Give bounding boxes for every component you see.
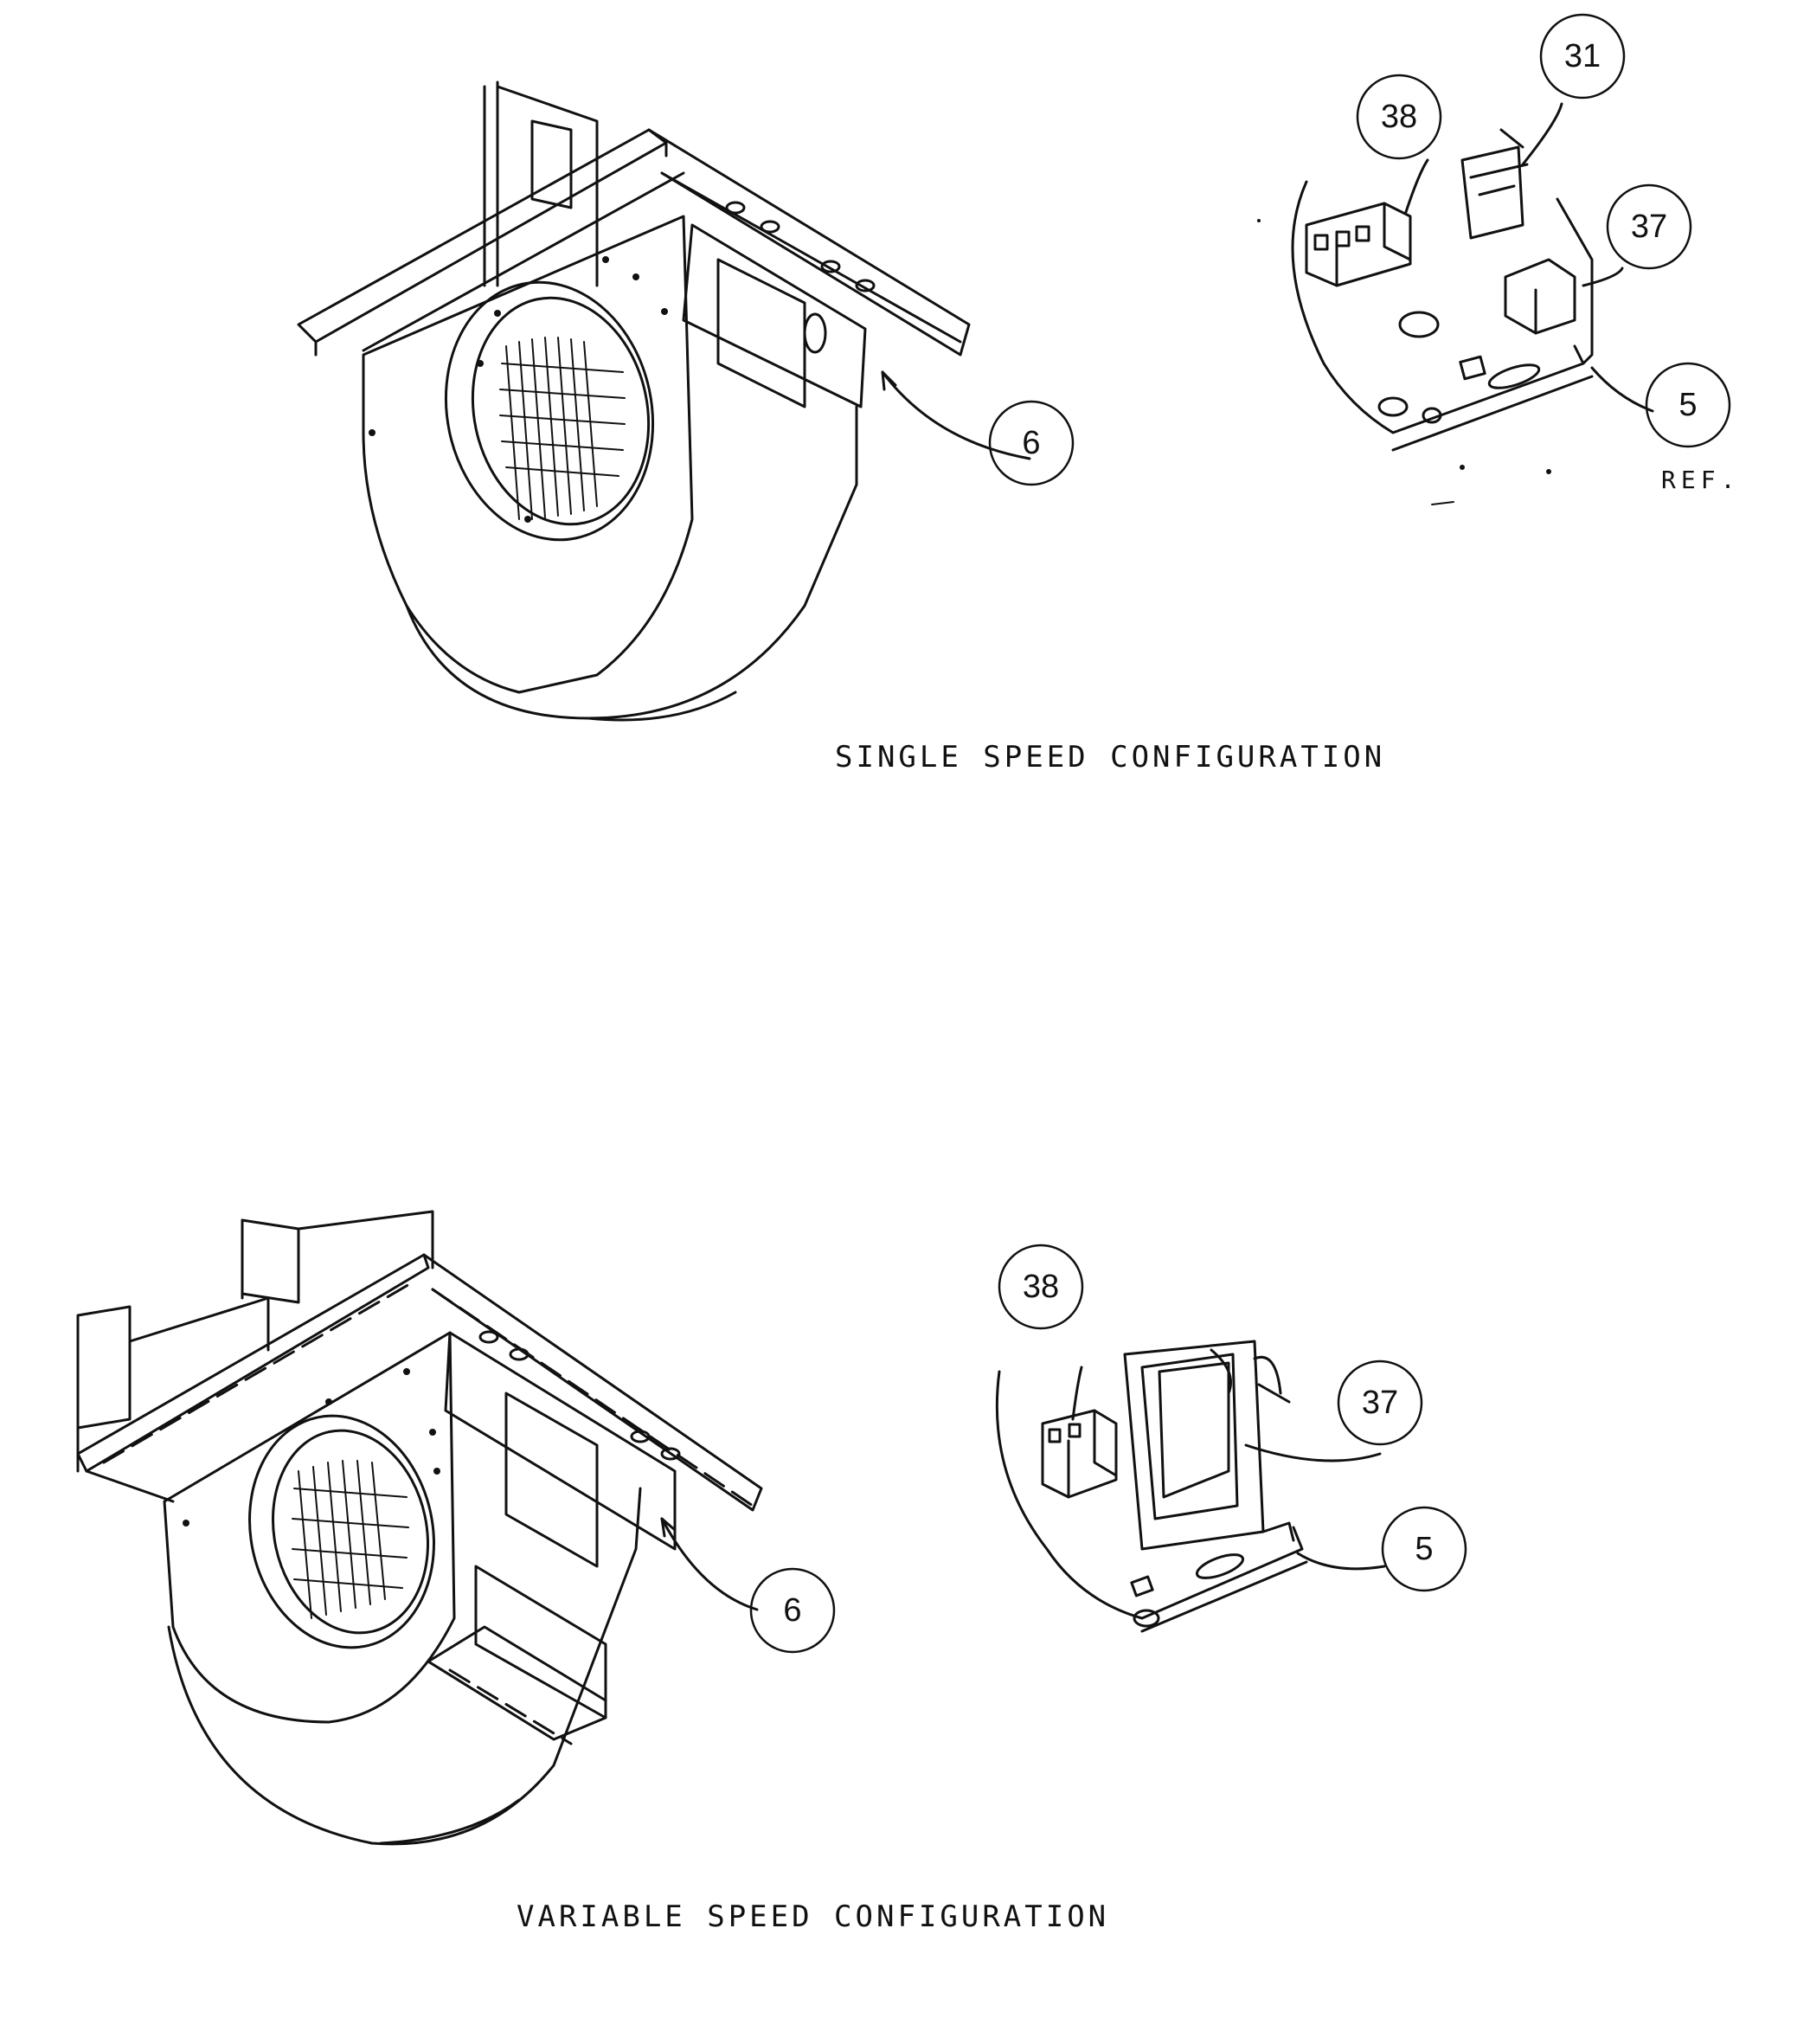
callout-38-variable-label: 38: [1023, 1269, 1059, 1305]
callout-37-variable-label: 37: [1362, 1385, 1398, 1421]
variable-speed-control-panel: [995, 1340, 1386, 1633]
single-speed-caption: SINGLE SPEED CONFIGURATION: [835, 740, 1386, 775]
callout-31-single: [1539, 13, 1626, 100]
callout-38-variable: [998, 1244, 1084, 1330]
variable-speed-blower-assembly: [76, 1210, 763, 1846]
ref-label: REF.: [1661, 466, 1741, 494]
single-speed-control-panel: [1257, 102, 1654, 505]
callout-38-single-label: 38: [1381, 99, 1417, 135]
callout-5-single-label: 5: [1678, 387, 1697, 423]
callout-5-variable-label: 5: [1415, 1531, 1433, 1567]
variable-speed-caption: VARIABLE SPEED CONFIGURATION: [517, 1899, 1110, 1934]
callout-37-single: [1606, 183, 1692, 270]
callout-31-single-label: 31: [1564, 38, 1601, 74]
callout-6-single: [988, 400, 1075, 486]
callout-5-single: [1645, 362, 1731, 448]
callout-6-variable-label: 6: [783, 1592, 801, 1629]
callout-37-single-label: 37: [1631, 209, 1667, 245]
callout-38-single: [1356, 74, 1442, 160]
single-speed-blower-assembly: [297, 80, 1031, 722]
callout-37-variable: [1337, 1359, 1423, 1446]
callout-6-single-label: 6: [1022, 425, 1040, 461]
callout-6-variable: [749, 1567, 836, 1654]
callout-5-variable: [1381, 1506, 1467, 1592]
